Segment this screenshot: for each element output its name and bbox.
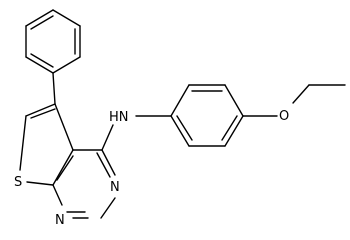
thiophene-ring [19,103,74,186]
molecule-structure: S N N HN O [14,9,346,228]
bond [26,181,54,186]
bond [221,115,238,141]
bond [170,115,190,147]
phenyl-link-bond [52,72,56,105]
bond [52,9,81,27]
bond [56,155,74,181]
bond [170,84,190,117]
phenyl-ring [25,9,81,74]
para-phenylene-ring [170,84,244,147]
bond [25,9,54,27]
pyrimidine-nitrogen-top: N [110,180,120,195]
bond [30,15,54,30]
amine-nh-label: HN [109,110,129,125]
bond [25,56,54,74]
bond [176,115,193,141]
amine-bond [101,124,114,151]
bond [96,152,111,178]
molecule-canvas: S N N HN O [14,9,346,228]
bond [52,56,81,74]
bond [25,103,56,117]
pyrimidine-ring [52,149,116,219]
sulfur-label: S [14,175,22,190]
ether-bond [292,84,310,104]
bond [101,149,116,176]
bond [224,84,244,117]
bond [100,197,116,219]
bond [30,108,56,119]
bond [30,53,54,68]
bond [52,149,74,186]
bond [224,115,244,147]
bond [19,115,27,171]
bond [52,184,63,206]
bond [54,103,74,151]
oxygen-label: O [279,109,289,124]
pyrimidine-nitrogen-bottom: N [55,213,65,228]
